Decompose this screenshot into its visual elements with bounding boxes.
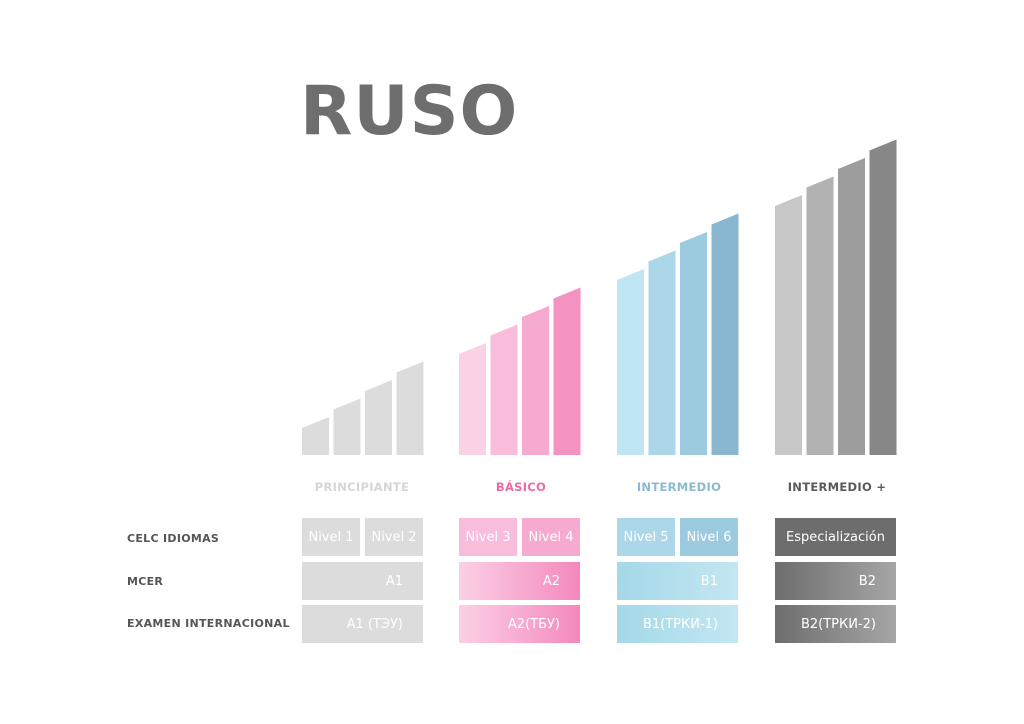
- level-bar-1-3: [365, 380, 392, 455]
- level-bar-3-4: [711, 213, 739, 455]
- exam-cell-b2: B2(ТРКИ-2): [775, 605, 896, 643]
- level-label-intermedio: INTERMEDIO: [636, 480, 722, 494]
- exam-cell-a1: A1 (ТЭУ): [302, 605, 423, 643]
- level-bar-1-4: [396, 361, 424, 455]
- row-label-celc-idiomas: CELC IDIOMAS: [127, 532, 220, 545]
- page-title: RUSO: [300, 72, 519, 151]
- level-bar-2-2: [490, 324, 518, 455]
- celc-cell-especializacion: Especialización: [775, 518, 896, 556]
- level-bar-2-4: [553, 287, 581, 455]
- celc-cell-nivel-6: Nivel 6: [680, 518, 738, 556]
- level-bar-2-1: [459, 343, 486, 455]
- celc-cell-nivel-4: Nivel 4: [522, 518, 580, 556]
- level-bar-4-3: [838, 158, 865, 455]
- level-label-principiante: PRINCIPIANTE: [314, 480, 410, 494]
- row-label-examen-internacional: EXAMEN INTERNACIONAL: [127, 617, 290, 630]
- level-bar-1-1: [302, 417, 329, 455]
- exam-cell-a2: A2(ТБУ): [459, 605, 580, 643]
- celc-cell-nivel-1: Nivel 1: [302, 518, 360, 556]
- level-bar-4-4: [869, 139, 897, 455]
- mcer-cell-a1: A1: [302, 562, 423, 600]
- level-bar-3-1: [617, 269, 644, 455]
- level-bar-3-3: [680, 232, 707, 455]
- mcer-cell-b2: B2: [775, 562, 896, 600]
- exam-cell-b1: B1(ТРКИ-1): [617, 605, 738, 643]
- level-bar-3-2: [648, 250, 676, 455]
- level-label-intermedio-plus: INTERMEDIO +: [787, 480, 887, 494]
- celc-cell-nivel-3: Nivel 3: [459, 518, 517, 556]
- mcer-cell-b1: B1: [617, 562, 738, 600]
- level-bar-1-2: [333, 398, 361, 455]
- level-bar-2-3: [522, 306, 549, 455]
- row-label-mcer: MCER: [127, 575, 164, 588]
- level-bar-4-2: [806, 176, 834, 455]
- mcer-cell-a2: A2: [459, 562, 580, 600]
- level-label-basico: BÁSICO: [495, 480, 547, 494]
- celc-cell-nivel-2: Nivel 2: [365, 518, 423, 556]
- celc-cell-nivel-5: Nivel 5: [617, 518, 675, 556]
- level-bar-4-1: [775, 195, 802, 455]
